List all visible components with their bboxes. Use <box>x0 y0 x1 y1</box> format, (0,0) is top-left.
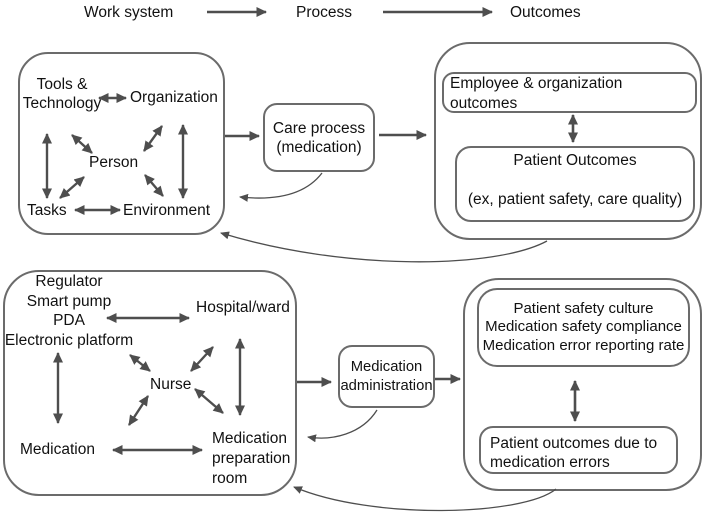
patient-outcomes-box <box>455 146 695 222</box>
person-label: Person <box>89 154 139 171</box>
patient-errors-label: Patient outcomes due to medication error… <box>490 435 658 471</box>
tools-stack-label: Regulator Smart pump PDA Electronic plat… <box>4 273 134 349</box>
feedback-medadmin-to-worksystem <box>307 409 378 443</box>
medication-label: Medication <box>20 441 95 458</box>
environment-label: Environment <box>123 202 211 219</box>
care-process-label: Care process (medication) <box>272 119 366 156</box>
work-system-box <box>18 52 225 235</box>
medication-work-system-box <box>3 270 297 496</box>
employee-outcomes-box <box>442 72 697 113</box>
tools-technology-label: Tools & Technology <box>22 76 102 112</box>
patient-errors-box <box>479 426 678 474</box>
employee-outcomes-label: Employee & organization outcomes <box>450 75 623 112</box>
medication-administration-label: Medication administration <box>340 358 433 394</box>
tasks-label: Tasks <box>27 202 67 219</box>
header-process: Process <box>296 4 352 21</box>
care-process-box: Care process (medication) <box>263 103 375 172</box>
hospital-ward-label: Hospital/ward <box>196 299 290 316</box>
patient-outcomes-detail: (ex, patient safety, care quality) <box>467 191 683 208</box>
nurse-label: Nurse <box>150 376 192 393</box>
medication-administration-box: Medication administration <box>338 345 435 408</box>
medication-outcomes-box <box>463 278 702 491</box>
medication-prep-room-label: Medication preparation room <box>212 430 291 487</box>
header-outcomes: Outcomes <box>510 4 581 21</box>
patient-outcomes-title: Patient Outcomes <box>513 152 637 169</box>
feedback-careprocess-to-worksystem <box>239 172 323 202</box>
header-work-system: Work system <box>84 4 174 21</box>
outcomes-box <box>434 42 702 240</box>
safety-culture-box: Patient safety culture Medication safety… <box>477 288 690 367</box>
safety-culture-label: Patient safety culture Medication safety… <box>482 299 685 354</box>
organization-label: Organization <box>130 89 218 106</box>
